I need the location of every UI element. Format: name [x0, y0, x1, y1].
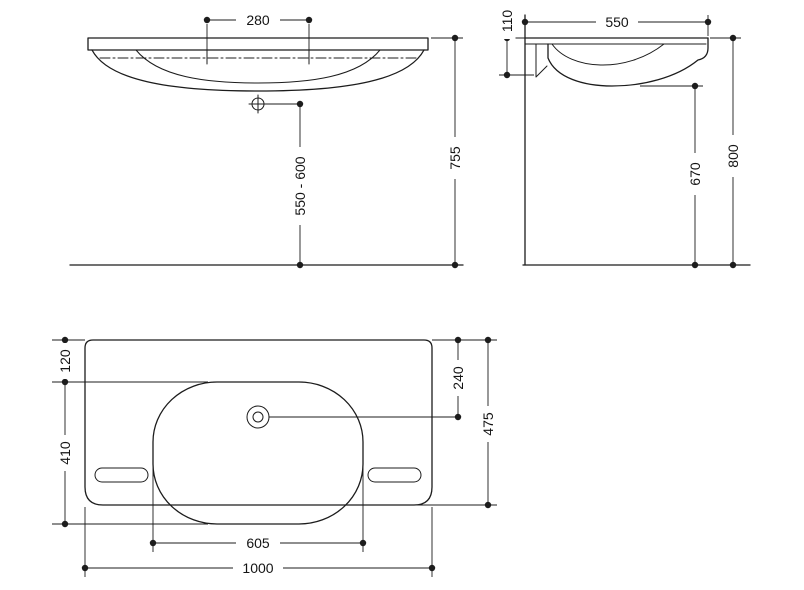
dim-label-box	[596, 13, 638, 31]
dim-label-group: 240	[449, 360, 467, 396]
dim-label-group: 475	[479, 406, 497, 442]
side-view: 550 110 670	[498, 3, 751, 269]
dim-label-rim-height: 800	[725, 144, 741, 168]
dim-dot	[729, 34, 737, 42]
dim-fixing-height: 110	[498, 3, 534, 79]
dim-label-box	[479, 406, 497, 442]
dim-label-group: 755	[446, 137, 464, 179]
basin-underside-profile	[547, 37, 709, 87]
dim-label-group: 670	[686, 153, 704, 195]
dim-dot	[149, 539, 157, 547]
dim-overall-width: 1000	[81, 507, 436, 577]
dim-dot	[521, 18, 529, 26]
dim-label-box	[236, 534, 280, 552]
dim-label-overall-depth: 550	[605, 14, 629, 30]
dim-dot	[454, 336, 462, 344]
dim-rim-height: 800	[710, 34, 742, 269]
wall-bracket	[535, 43, 548, 78]
dim-label-rear-edge-to-tap-center: 240	[450, 366, 466, 390]
dim-label-box	[498, 3, 516, 39]
dim-label-overall-width: 1000	[242, 560, 273, 576]
dim-drain-outlet-height: 550 - 600	[267, 100, 309, 269]
plan-view: 120 410 240	[52, 336, 497, 577]
washbasin-front-inner-rim	[135, 49, 381, 84]
dim-dot	[81, 564, 89, 572]
dim-dot	[503, 71, 511, 79]
dim-label-box	[233, 559, 283, 577]
dim-dot	[61, 520, 69, 528]
dim-label-underside-clearance: 670	[687, 162, 703, 186]
extension-lines	[206, 24, 310, 50]
dim-label-drain-outlet-height: 550 - 600	[292, 156, 308, 215]
dim-dot	[203, 16, 211, 24]
dim-dot	[359, 539, 367, 547]
dim-label-box	[56, 435, 74, 471]
dim-label-box	[56, 343, 74, 379]
dim-underside-clearance: 670	[640, 82, 704, 269]
dim-rear-edge-to-bowl: 120	[52, 336, 208, 386]
dim-label-group: 410	[56, 435, 74, 471]
dim-overall-height: 755	[431, 34, 464, 269]
washbasin-front-apron	[91, 49, 425, 92]
dim-label-box	[446, 137, 464, 179]
tap-hole-inner	[252, 411, 264, 423]
dim-bowl-width: 605	[149, 460, 367, 552]
dim-dot	[691, 82, 699, 90]
dim-label-box	[236, 11, 280, 29]
front-view: 280 550 - 600 755	[69, 11, 464, 269]
tap-hole-marks	[206, 49, 310, 65]
dim-overall-depth: 550	[521, 13, 712, 36]
dim-label-box	[449, 360, 467, 396]
counter-outline	[84, 339, 433, 506]
dim-dot	[704, 18, 712, 26]
dim-dot	[454, 413, 462, 421]
dim-label-tap-hole-spacing: 280	[246, 12, 270, 28]
dim-bowl-depth: 410	[52, 382, 208, 528]
washbasin-front-slab	[87, 37, 429, 51]
tap-hole-outer	[246, 405, 270, 429]
bowl-outline	[152, 381, 364, 525]
dim-label-group: 800	[724, 135, 742, 177]
dim-dot	[484, 501, 492, 509]
dim-label-rear-edge-to-bowl: 120	[57, 349, 73, 373]
dim-dot	[451, 34, 459, 42]
dim-plan-overall-depth: 475	[414, 336, 497, 509]
dim-label-box	[686, 153, 704, 195]
dim-label-bowl-depth: 410	[57, 441, 73, 465]
dim-label-fixing-height: 110	[499, 10, 515, 33]
grip-slot-left	[94, 467, 149, 483]
bowl-section-curve	[551, 43, 665, 66]
dim-label-box	[291, 147, 309, 225]
dim-dot	[305, 16, 313, 24]
dim-rear-edge-to-tap-center: 240	[269, 336, 497, 421]
dim-label-plan-overall-depth: 475	[480, 412, 496, 436]
dim-dot	[61, 336, 69, 344]
dim-dot	[428, 564, 436, 572]
grip-slot-right	[367, 467, 422, 483]
dim-dot	[484, 336, 492, 344]
dim-label-group: 120	[56, 343, 74, 379]
drain-cross-icon	[248, 94, 268, 114]
dim-label-box	[724, 135, 742, 177]
dim-label-group: 550 - 600	[291, 147, 309, 225]
dim-label-group: 110	[498, 3, 516, 39]
dim-label-bowl-width: 605	[246, 535, 270, 551]
dim-label-overall-height: 755	[447, 146, 463, 170]
drain-symbol	[248, 94, 268, 114]
dim-tap-hole-spacing: 280	[203, 11, 313, 50]
